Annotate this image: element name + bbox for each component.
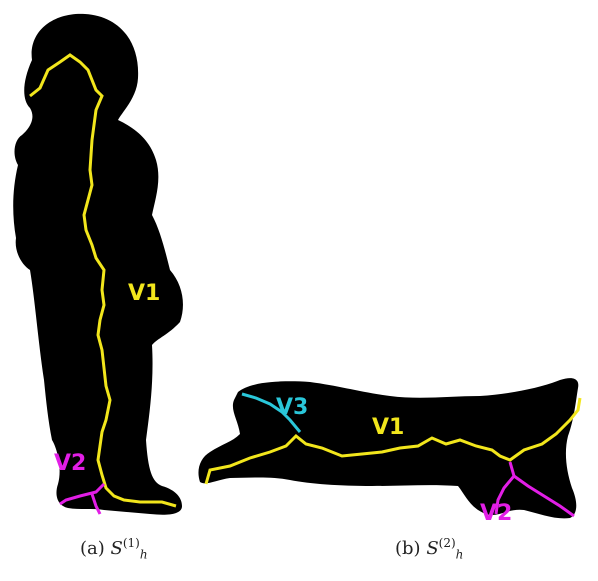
v2-skeleton-a	[59, 482, 106, 506]
panel-b: V3 V1 V2	[198, 378, 582, 526]
v2-skeleton-b-branch	[513, 474, 575, 518]
caption-b: (b) S(2)h	[395, 536, 463, 562]
caption-a-sup: (1)	[122, 536, 140, 550]
label-v1-a: V1	[128, 281, 160, 306]
v1-skeleton-b	[204, 397, 582, 485]
label-v3-b: V3	[276, 395, 308, 420]
v2-skeleton-b	[494, 461, 516, 515]
caption-a: (a) S(1)h	[80, 536, 148, 562]
standing-silhouette	[13, 13, 183, 515]
caption-b-sup: (2)	[438, 536, 456, 550]
v1-skeleton-a	[29, 53, 177, 508]
panel-a: V1 V2	[13, 13, 183, 515]
caption-a-prefix: (a)	[80, 538, 105, 559]
caption-b-prefix: (b)	[395, 538, 421, 559]
caption-b-sub: h	[455, 547, 464, 562]
caption-b-symbol: S	[426, 538, 439, 559]
label-v2-b: V2	[480, 501, 512, 526]
label-v1-b: V1	[372, 415, 404, 440]
label-v2-a: V2	[54, 451, 86, 476]
caption-a-symbol: S	[110, 538, 123, 559]
lying-silhouette	[198, 378, 579, 519]
v2-skeleton-a-branch	[90, 493, 102, 515]
v3-skeleton-b	[241, 392, 302, 433]
caption-a-sub: h	[139, 547, 148, 562]
